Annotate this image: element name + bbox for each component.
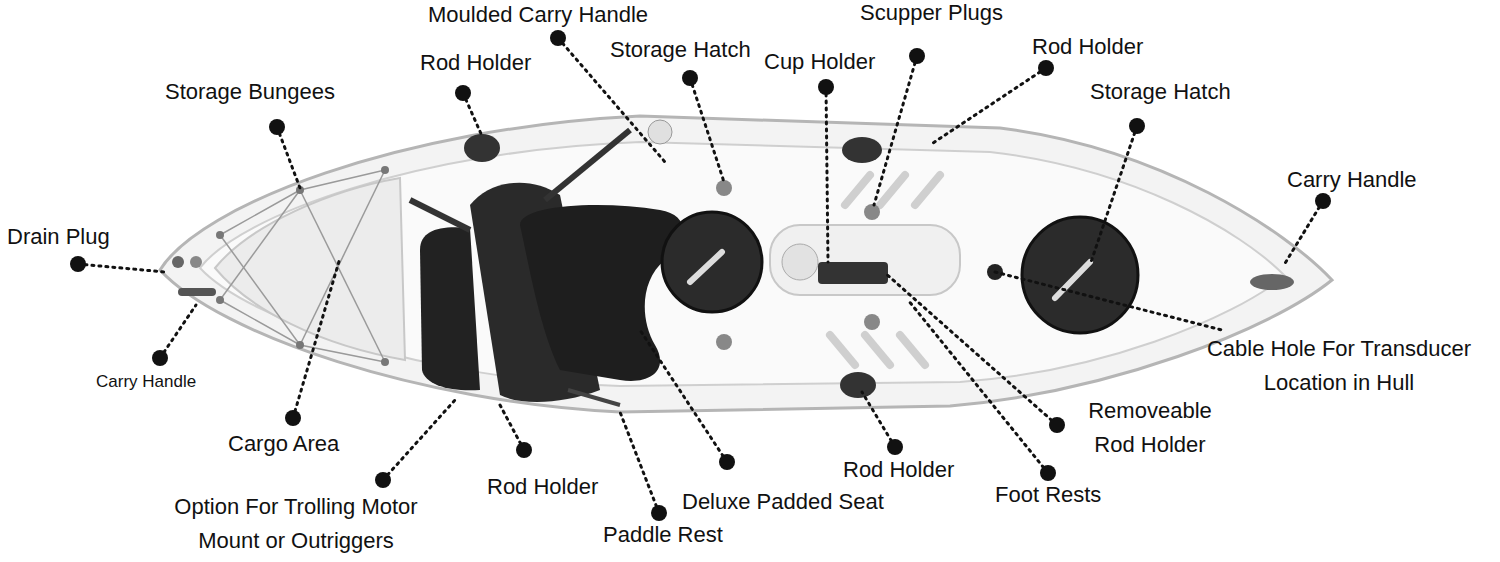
part-label: Rod Holder	[420, 50, 531, 76]
part-label: Rod Holder	[843, 457, 954, 483]
part-label: Storage Hatch	[1090, 79, 1231, 105]
part-label: Option For Trolling Motor Mount or Outri…	[150, 490, 442, 558]
part-label: Rod Holder	[487, 474, 598, 500]
part-label: Drain Plug	[7, 224, 110, 250]
part-label: Cable Hole For Transducer Location in Hu…	[1184, 332, 1494, 400]
part-label: Moulded Carry Handle	[428, 2, 648, 28]
part-label: Cargo Area	[228, 431, 339, 457]
part-label: Foot Rests	[995, 482, 1101, 508]
part-label: Deluxe Padded Seat	[682, 489, 884, 515]
part-label: Rod Holder	[1032, 34, 1143, 60]
part-label: Carry Handle	[96, 369, 196, 395]
part-label: Cup Holder	[764, 49, 875, 75]
part-label: Storage Hatch	[610, 37, 751, 63]
part-label: Paddle Rest	[603, 522, 723, 548]
part-label: Scupper Plugs	[860, 0, 1003, 26]
part-label: Storage Bungees	[165, 79, 335, 105]
part-label: Removeable Rod Holder	[1075, 394, 1225, 462]
part-label: Carry Handle	[1287, 167, 1417, 193]
